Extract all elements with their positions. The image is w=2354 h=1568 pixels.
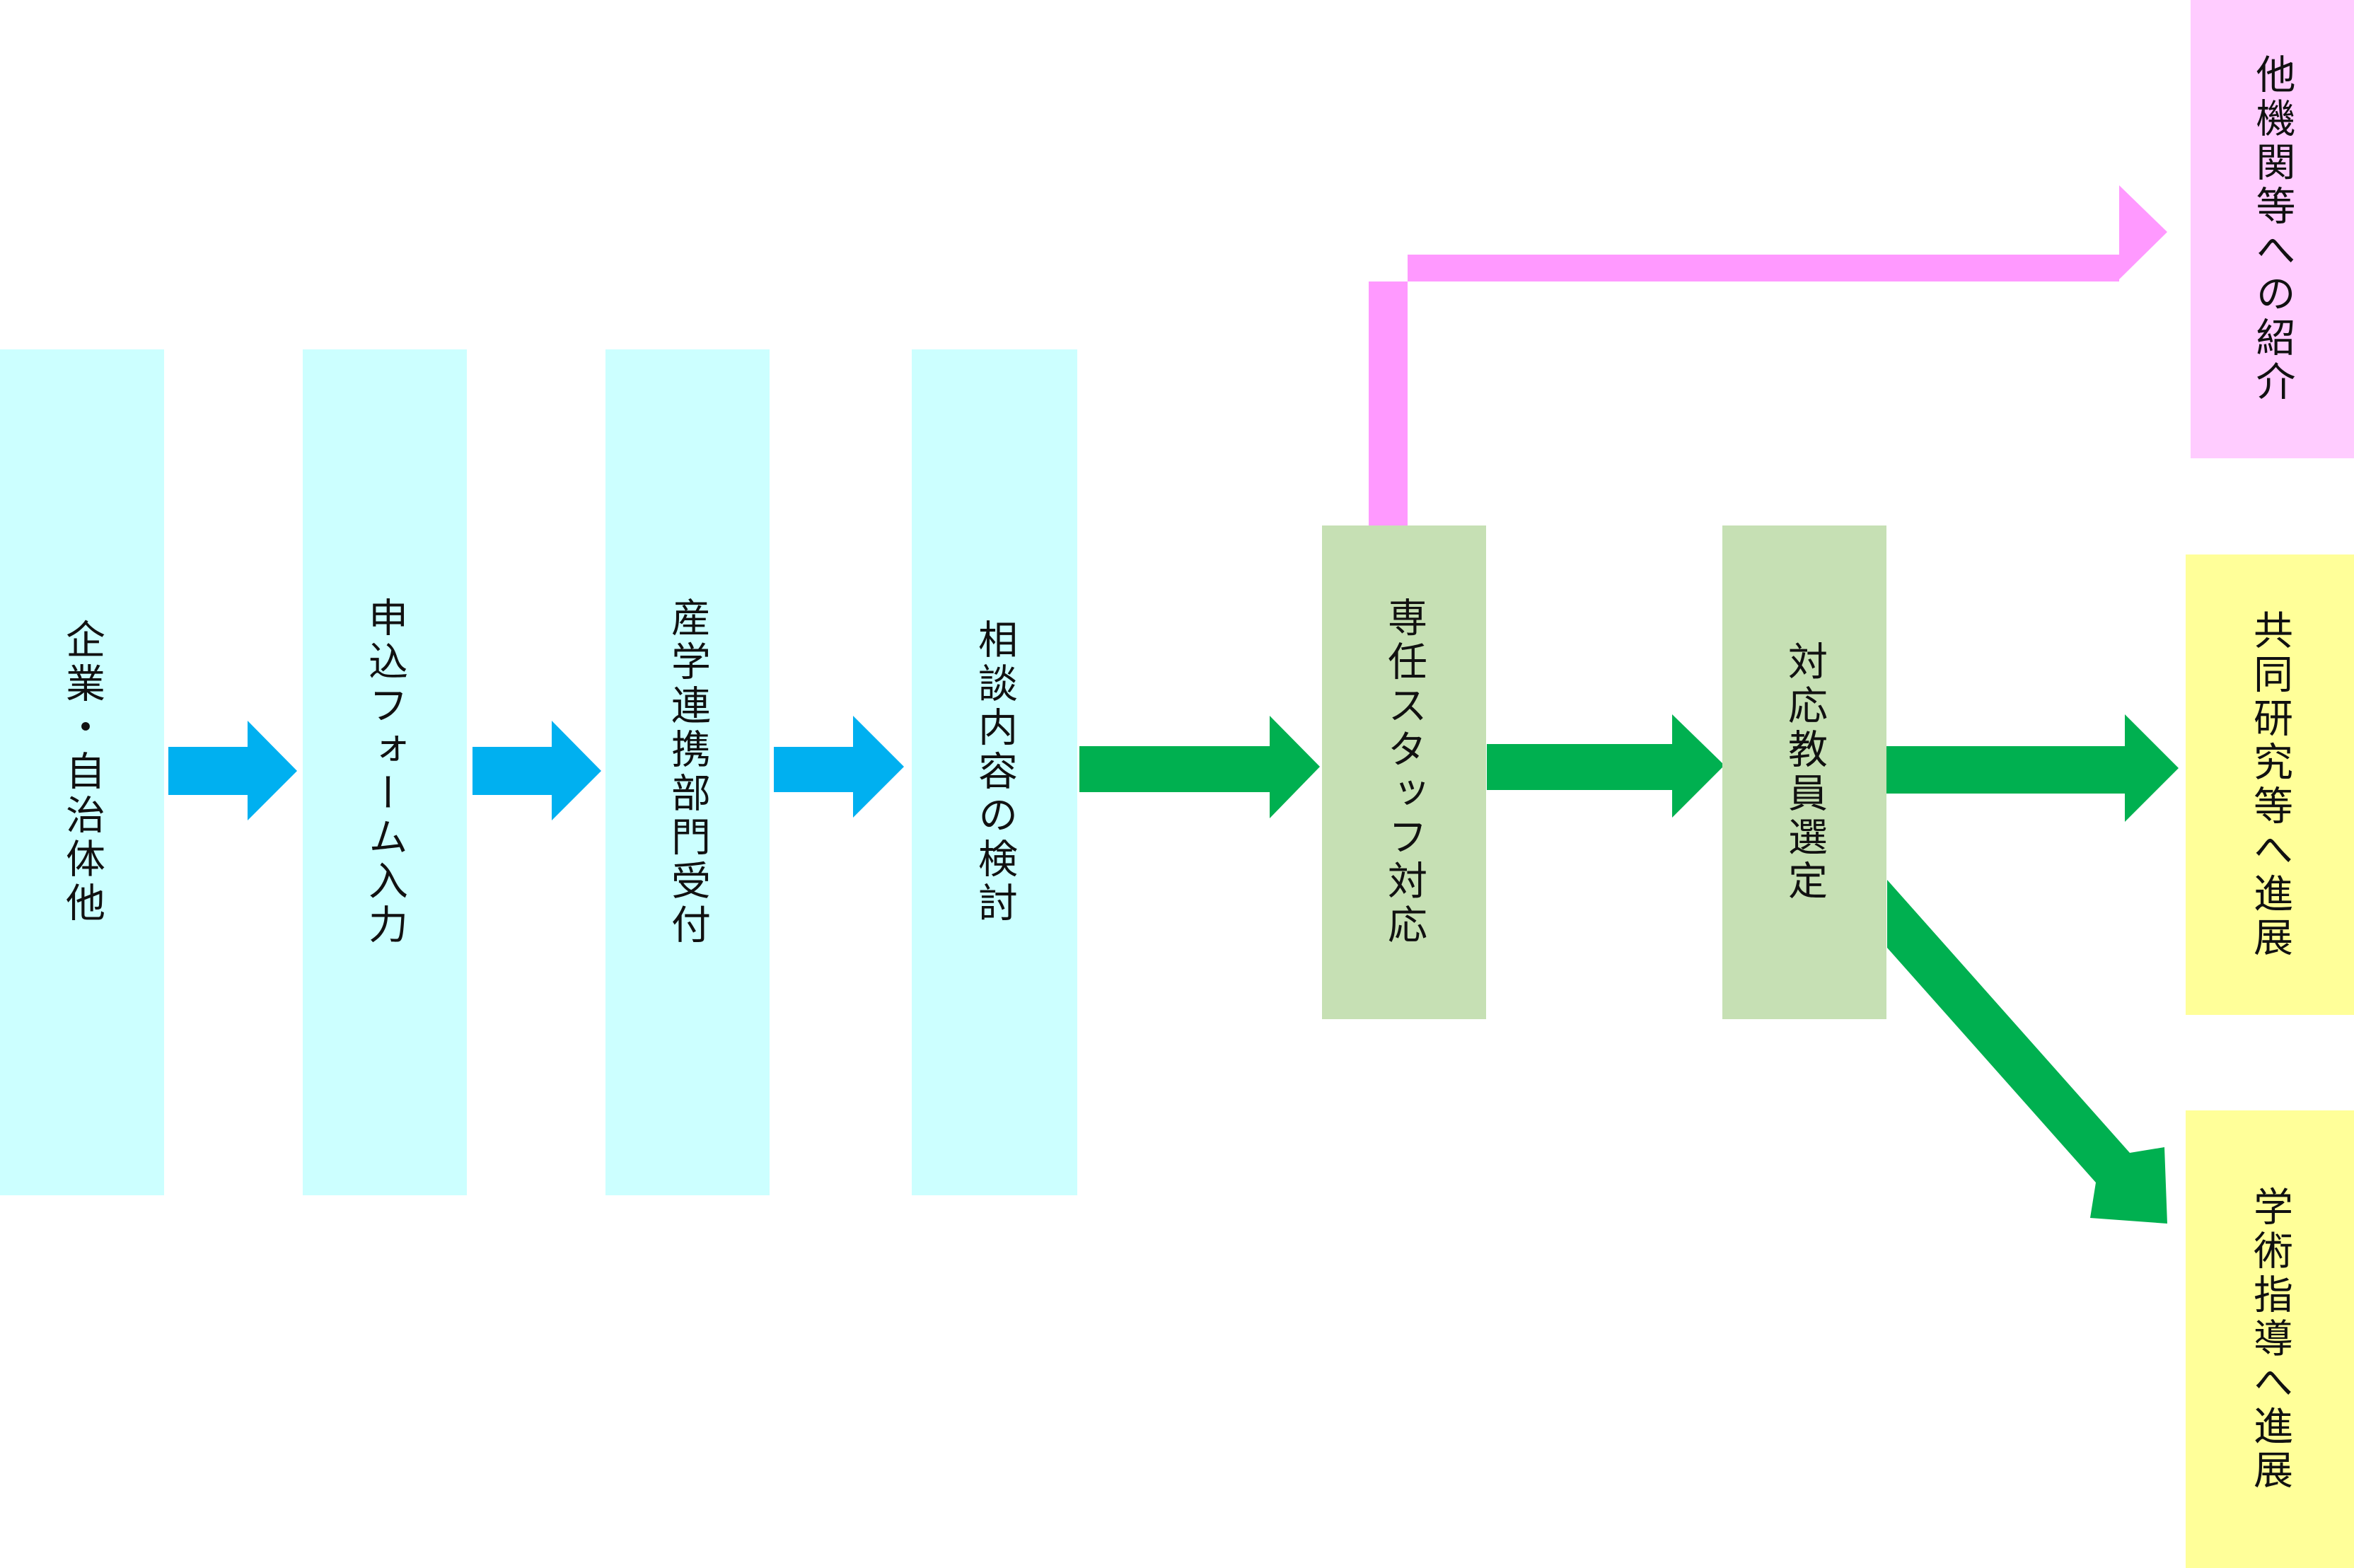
- arrow-staff-to-referral: [1369, 185, 2167, 525]
- arrow-company-to-form: [168, 721, 297, 820]
- arrow-faculty-to-academic: [1887, 880, 2167, 1224]
- box-review: 相談内容の検討: [912, 349, 1077, 1195]
- arrow-reception-to-review: [774, 716, 904, 818]
- box-company-label: 企業・自治体他: [59, 619, 105, 926]
- box-staff-label: 専任スタッフ対応: [1381, 597, 1427, 948]
- box-academic-label: 学術指導へ進展: [2246, 1185, 2293, 1493]
- arrow-staff-to-faculty: [1487, 714, 1724, 818]
- box-faculty: 対応教員選定: [1722, 525, 1886, 1019]
- box-referral-label: 他機関等への紹介: [2249, 54, 2295, 405]
- box-academic: 学術指導へ進展: [2186, 1110, 2354, 1568]
- box-joint: 共同研究等へ進展: [2186, 554, 2354, 1015]
- box-joint-label: 共同研究等へ進展: [2246, 609, 2293, 960]
- box-faculty-label: 対応教員選定: [1781, 641, 1828, 904]
- arrow-review-to-staff: [1079, 716, 1320, 818]
- box-review-label: 相談内容の検討: [971, 619, 1018, 926]
- box-form: 申込フォーム入力: [303, 349, 467, 1195]
- box-staff: 専任スタッフ対応: [1322, 525, 1486, 1019]
- box-referral: 他機関等への紹介: [2191, 0, 2354, 458]
- box-form-label: 申込フォーム入力: [361, 597, 408, 948]
- box-reception-label: 産学連携部門受付: [664, 597, 711, 948]
- box-reception: 産学連携部門受付: [605, 349, 770, 1195]
- arrow-form-to-reception: [472, 721, 601, 820]
- box-company: 企業・自治体他: [0, 349, 164, 1195]
- arrow-faculty-to-joint: [1884, 714, 2179, 822]
